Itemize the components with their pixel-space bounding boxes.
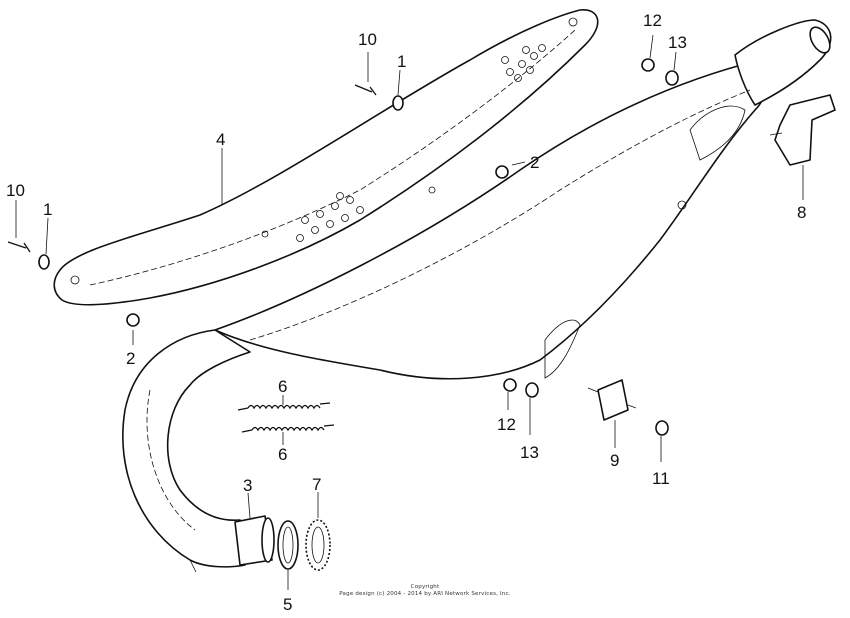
callout-3: 3 [243,476,252,495]
copyright-notice: Copyright Page design (c) 2004 - 2014 by… [339,584,511,597]
copyright-line-1: Copyright [411,584,440,590]
callout-10-left: 10 [6,181,25,200]
callout-labels: 10 1 4 10 1 2 2 12 13 8 6 6 12 13 9 11 3… [6,11,806,614]
exhaust-pipe [122,329,251,573]
callout-2-right: 2 [530,153,539,172]
callout-1-top: 1 [397,52,406,71]
shield-perforations [296,44,546,242]
springs [237,402,335,433]
callout-2-left: 2 [126,349,135,368]
leader-lines [15,34,804,590]
callout-6-top: 6 [278,377,287,396]
callout-12-bottom: 12 [497,415,516,434]
fasteners [7,58,679,436]
callout-13-bottom: 13 [520,443,539,462]
callout-10-top: 10 [358,30,377,49]
heat-shield [53,9,599,306]
callout-9: 9 [610,451,619,470]
callout-4: 4 [216,130,225,149]
copyright-line-2: Page design (c) 2004 - 2014 by ARI Netwo… [339,591,511,597]
mounting-bracket [769,94,836,166]
callout-12-top: 12 [643,11,662,30]
callout-13-top: 13 [668,33,687,52]
rubber-mount [587,379,637,421]
muffler-body [214,19,832,380]
pipe-joint-parts [234,515,331,571]
callout-11: 11 [652,469,670,488]
callout-8: 8 [797,203,806,222]
callout-5: 5 [283,595,292,614]
callout-1-left: 1 [43,200,52,219]
callout-7: 7 [312,475,321,494]
callout-6-bottom: 6 [278,445,287,464]
